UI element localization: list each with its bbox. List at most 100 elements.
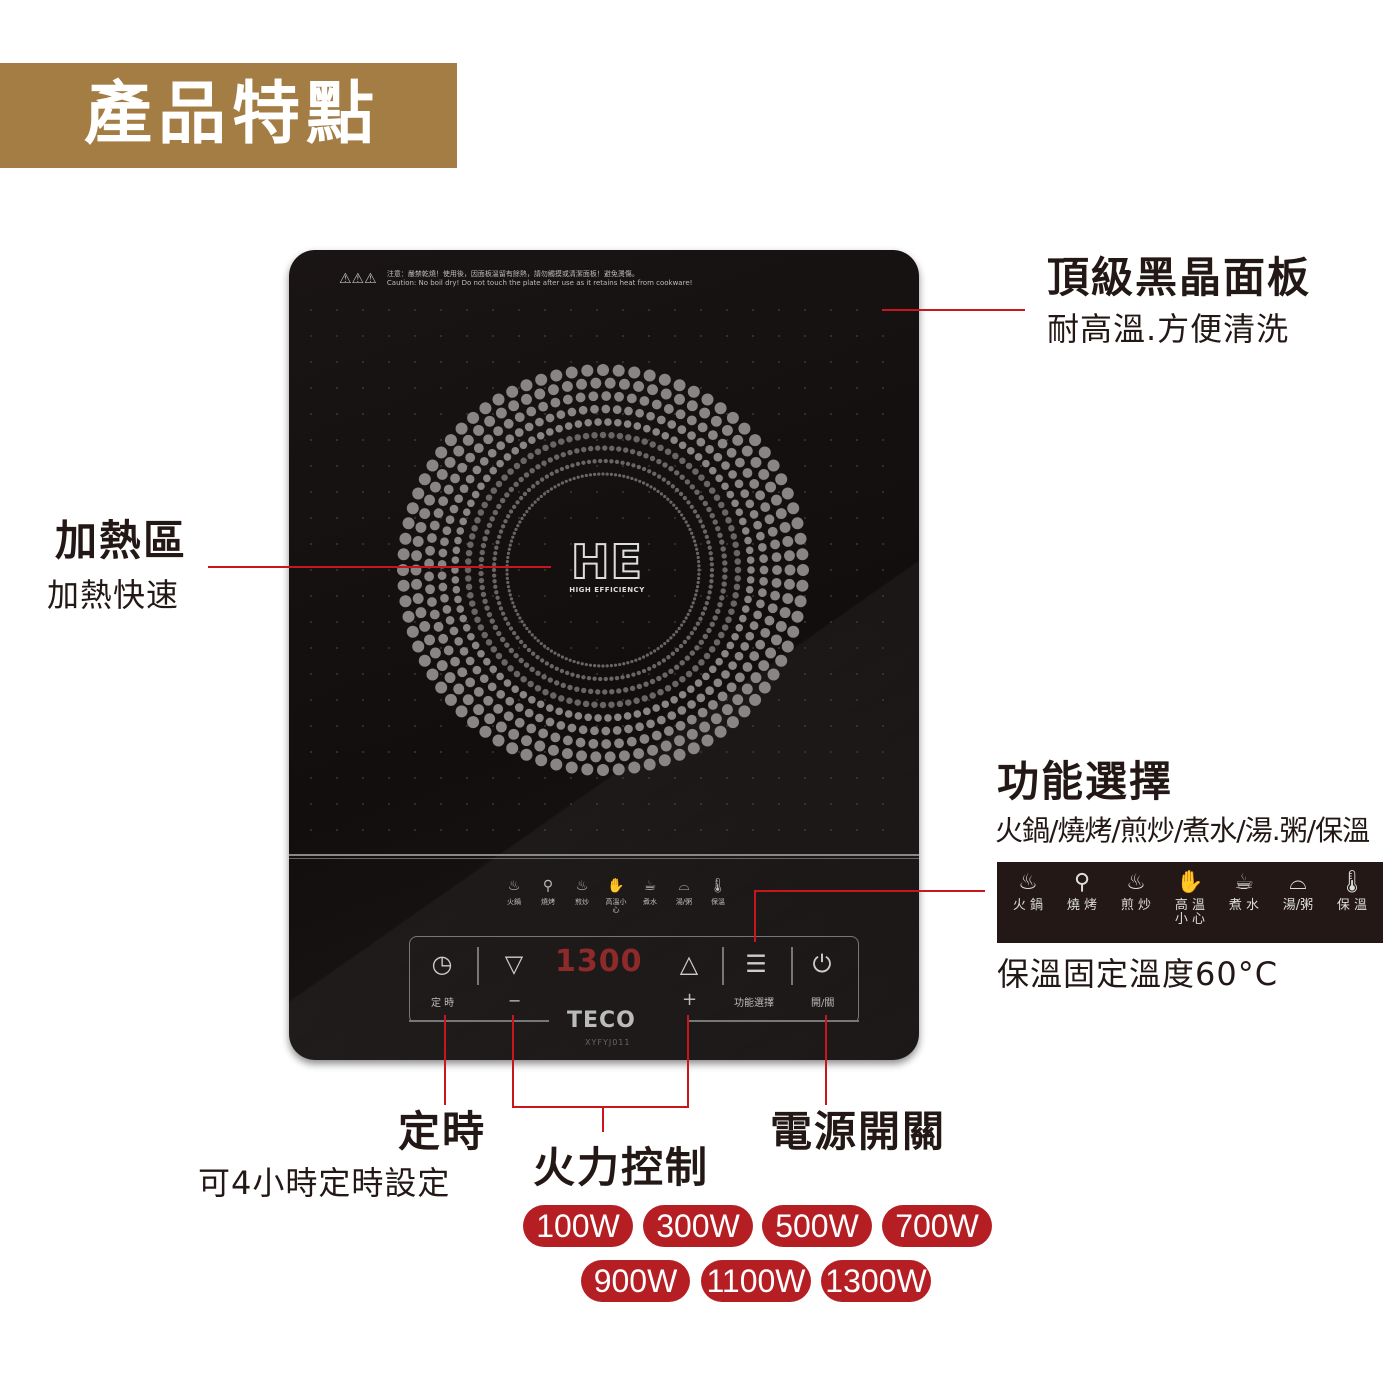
heating-ring-dot [796,548,809,561]
grid-dot [336,361,338,363]
heating-ring-dot [492,509,499,516]
grid-dot [518,621,520,623]
heating-ring-dot [582,700,590,708]
grid-dot [570,335,572,337]
heating-ring-dot [708,430,718,441]
heating-ring-dot [713,452,723,462]
grid-dot [830,309,832,311]
heating-ring-dot [660,740,672,752]
grid-dot [856,361,858,363]
grid-dot [388,621,390,623]
heating-ring-dot [694,543,698,547]
heating-ring-dot [529,666,535,673]
grid-dot [466,803,468,805]
heating-ring-dot [507,665,514,672]
function-label: 火鍋 [507,898,521,906]
grid-dot [596,465,598,467]
heating-ring-dot [764,615,775,626]
heating-ring-dot [561,748,573,760]
grid-dot [804,413,806,415]
grid-dot [830,777,832,779]
heating-ring-dot [597,764,609,776]
grid-dot [882,361,884,363]
heating-ring-dot [689,650,696,656]
heating-ring-dot [661,658,666,663]
grid-dot [336,413,338,415]
grid-dot [882,829,884,831]
warning-en: Caution: No boil dry! Do not touch the p… [386,279,693,287]
grid-dot [726,725,728,727]
heating-ring-dot [758,660,770,672]
heating-ring-dot [680,513,684,517]
heating-ring-dot [749,693,762,706]
grid-dot [804,777,806,779]
heating-ring-dot [512,504,517,509]
grid-dot [518,751,520,753]
heating-ring-dot [513,652,519,659]
heating-ring-dot [493,551,498,556]
heating-ring-dot [509,597,514,601]
heating-ring-dot [572,476,576,481]
heating-ring-dot [708,665,717,674]
grid-dot [674,361,676,363]
heating-ring-dot [703,480,711,488]
grid-dot [336,309,338,311]
grid-dot [388,569,390,571]
heating-ring-dot [467,592,474,599]
grid-dot [388,595,390,597]
grid-dot [700,829,702,831]
grid-dot [570,491,572,493]
power-button[interactable]: ⏻ [807,950,837,978]
heating-ring-dot [474,616,481,623]
heating-ring-dot [500,524,506,529]
heating-ring-dot [697,564,701,568]
heating-ring-dot [523,662,530,668]
decrease-button[interactable]: ▽ [499,950,529,978]
grid-dot [700,751,702,753]
heating-ring-dot [508,543,512,547]
heating-ring-dot [722,574,728,580]
heating-ring-dot [692,539,697,543]
heating-ring-dot [540,658,545,663]
heating-ring-dot [625,461,631,467]
heating-ring-dot [426,459,439,472]
heating-ring-dot [698,659,705,666]
heating-ring-dot [629,448,636,455]
function-button[interactable]: ☰ [741,950,771,978]
heating-ring-dot [462,508,471,517]
heating-ring-dot [433,508,444,519]
grid-dot [310,725,312,727]
power-level-badge: 500W [762,1205,872,1247]
increase-button[interactable]: △ [674,950,704,978]
heating-ring-dot [745,546,754,555]
heating-ring-dot [531,651,536,656]
grid-dot [544,751,546,753]
heating-ring-dot [700,524,706,529]
heating-ring-dot [749,621,759,631]
grid-dot [882,777,884,779]
heating-ring-dot [440,537,449,547]
heating-ring-dot [717,691,728,702]
heating-ring-dot [483,657,491,666]
heating-ring-dot [633,748,645,760]
grid-dot [336,621,338,623]
heating-ring-dot [399,595,412,608]
heating-ring-dot [686,447,695,455]
heating-ring-dot [415,521,427,533]
heating-ring-dot [527,506,532,510]
heating-ring-dot [702,672,710,681]
heating-ring-dot [741,605,750,613]
heating-ring-dot [771,577,782,588]
grid-dot [570,361,572,363]
heating-ring-dot [781,487,794,500]
heating-ring-dot [580,474,584,478]
grid-dot [310,699,312,701]
grid-dot [310,465,312,467]
heating-ring-dot [740,489,750,498]
heating-ring-dot [618,473,622,478]
heating-ring-dot [787,625,800,638]
grid-dot [856,777,858,779]
heating-ring-dot [550,758,563,771]
timer-button[interactable]: ◷ [427,950,457,978]
heating-ring-dot [717,438,728,449]
